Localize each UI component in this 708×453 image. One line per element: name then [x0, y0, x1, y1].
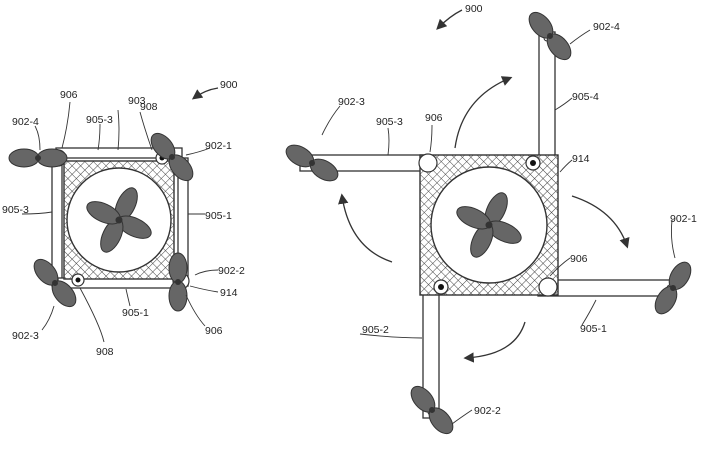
pivot-908-left-bottom — [71, 273, 85, 287]
hinge-906-right-top — [418, 153, 438, 173]
label-905-1-right: 905-1 — [580, 323, 607, 335]
hinge-906-right-bottom — [538, 277, 558, 297]
pivot-908-right-top — [525, 155, 541, 171]
propeller-902-4-left — [8, 148, 68, 168]
label-903-left: 903 — [128, 95, 146, 107]
arm-905-1-right — [537, 279, 677, 297]
label-905-3-left-side: 905-3 — [2, 204, 29, 216]
label-908-left-bottom: 908 — [96, 346, 114, 358]
label-905-2-right: 905-2 — [362, 324, 389, 336]
label-906-left-top: 906 — [60, 89, 78, 101]
label-905-3-right: 905-3 — [376, 116, 403, 128]
label-902-4-left: 902-4 — [12, 116, 39, 128]
label-905-3-left-top: 905-3 — [86, 114, 113, 126]
label-906-left-bottom: 906 — [205, 325, 223, 337]
label-902-4-right: 902-4 — [593, 21, 620, 33]
pivot-908-right-bottom — [433, 279, 449, 295]
label-908-left-top: 908 — [140, 101, 158, 113]
label-905-4-right: 905-4 — [572, 91, 599, 103]
label-902-1-left: 902-1 — [205, 140, 232, 152]
folded-configuration: 900 903 906 908 902-4 905-3 902-1 905-3 … — [2, 79, 245, 358]
label-902-3-left: 902-3 — [12, 330, 39, 342]
unfolded-configuration: 900 902-4 902-3 905-3 906 905-4 914 902-… — [281, 3, 697, 439]
label-902-3-right: 902-3 — [338, 96, 365, 108]
label-906-right-top: 906 — [425, 112, 443, 124]
label-905-1-left-bottom: 905-1 — [122, 307, 149, 319]
label-902-2-left: 902-2 — [218, 265, 245, 277]
ref-900-left: 900 — [220, 79, 238, 91]
label-905-1-left-side: 905-1 — [205, 210, 232, 222]
label-906-right-mid: 906 — [570, 253, 588, 265]
label-902-2-right: 902-2 — [474, 405, 501, 417]
label-902-1-right: 902-1 — [670, 213, 697, 225]
label-914-right: 914 — [572, 153, 590, 165]
label-914-left: 914 — [220, 287, 238, 299]
ref-900-right: 900 — [465, 3, 483, 15]
